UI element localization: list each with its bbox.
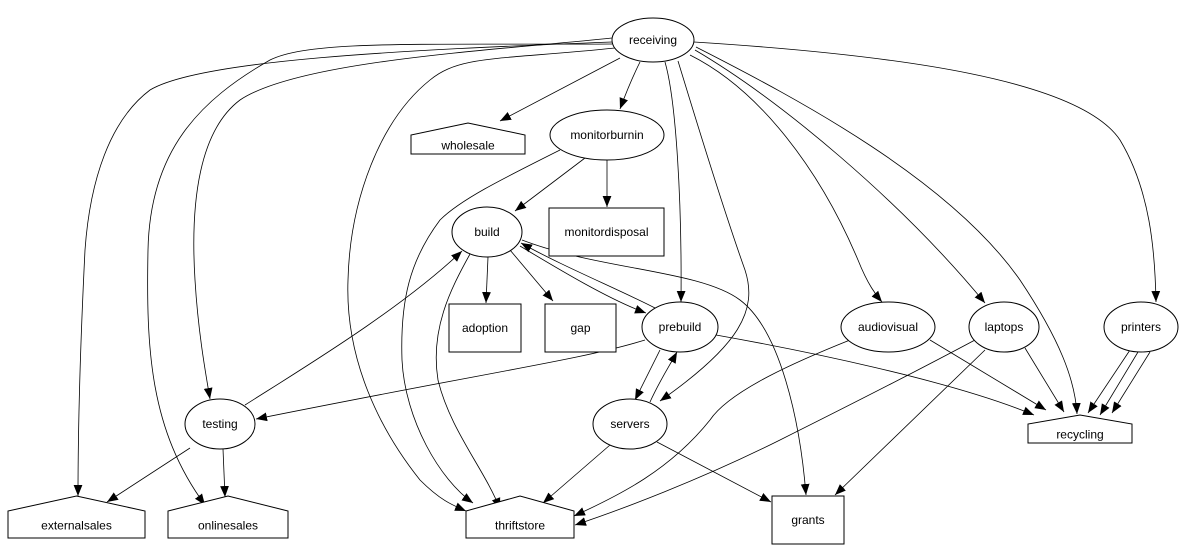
edge-testing-to-externalsales bbox=[106, 447, 191, 503]
node-label: adoption bbox=[462, 321, 508, 335]
node-build[interactable]: build bbox=[451, 206, 523, 258]
edge-receiving-to-recycling bbox=[695, 46, 1081, 415]
node-shape bbox=[840, 301, 936, 353]
node-label: receiving bbox=[629, 33, 677, 47]
node-shape bbox=[465, 495, 575, 539]
node-label: grants bbox=[791, 513, 824, 527]
node-thriftstore[interactable]: thriftstore bbox=[465, 495, 575, 539]
node-prebuild[interactable]: prebuild bbox=[641, 301, 719, 353]
edge-receiving-to-testing bbox=[193, 37, 613, 400]
node-label: recycling bbox=[1056, 428, 1103, 442]
node-shape bbox=[1103, 301, 1179, 353]
edge-build-to-gap bbox=[509, 249, 554, 302]
edge-prebuild-to-recycling bbox=[715, 334, 1035, 416]
edge-receiving-to-onlinesales bbox=[147, 43, 613, 506]
node-label: onlinesales bbox=[198, 519, 258, 533]
node-label: wholesale bbox=[440, 139, 495, 153]
node-label: testing bbox=[202, 417, 237, 431]
node-label: build bbox=[474, 225, 499, 239]
node-monitorburnin[interactable]: monitorburnin bbox=[549, 109, 665, 161]
edge-receiving-to-externalsales bbox=[73, 41, 613, 497]
edge-laptops-to-thriftstore bbox=[574, 339, 976, 526]
node-label: printers bbox=[1121, 320, 1161, 334]
edge-build-to-adoption bbox=[482, 256, 491, 304]
edge-printers-to-recycling bbox=[1111, 351, 1151, 414]
edge-build-to-grants bbox=[521, 239, 810, 496]
node-label: gap bbox=[570, 321, 590, 335]
node-label: externalsales bbox=[41, 519, 112, 533]
node-label: audiovisual bbox=[858, 320, 918, 334]
node-shape bbox=[1027, 414, 1133, 444]
node-shape bbox=[771, 495, 845, 545]
node-shape bbox=[167, 495, 289, 539]
node-shape bbox=[548, 207, 665, 257]
edge-laptops-to-recycling bbox=[1024, 347, 1065, 413]
edge-servers-to-grants bbox=[656, 441, 772, 503]
node-printers[interactable]: printers bbox=[1103, 301, 1179, 353]
node-shape bbox=[611, 17, 695, 63]
node-receiving[interactable]: receiving bbox=[611, 17, 695, 63]
node-shape bbox=[641, 301, 719, 353]
edge-receiving-to-audiovisual bbox=[689, 54, 883, 303]
node-adoption[interactable]: adoption bbox=[448, 303, 522, 353]
node-label: laptops bbox=[985, 320, 1024, 334]
node-recycling[interactable]: recycling bbox=[1027, 414, 1133, 444]
node-onlinesales[interactable]: onlinesales bbox=[167, 495, 289, 539]
node-label: prebuild bbox=[659, 320, 702, 334]
edge-receiving-to-servers bbox=[659, 60, 750, 402]
edge-laptops-to-grants bbox=[834, 349, 986, 496]
node-grants[interactable]: grants bbox=[771, 495, 845, 545]
node-wholesale[interactable]: wholesale bbox=[410, 122, 526, 155]
node-label: servers bbox=[610, 417, 649, 431]
node-shape bbox=[410, 122, 526, 155]
edge-receiving-to-prebuild bbox=[664, 61, 686, 303]
edge-build-to-thriftstore bbox=[435, 253, 501, 510]
edge-build-to-prebuild bbox=[519, 245, 647, 314]
node-audiovisual[interactable]: audiovisual bbox=[840, 301, 936, 353]
node-shape bbox=[592, 398, 668, 450]
edge-prebuild-to-build bbox=[520, 242, 656, 309]
edge-receiving-to-wholesale bbox=[499, 57, 621, 122]
edge-servers-to-thriftstore bbox=[542, 444, 611, 504]
node-laptops[interactable]: laptops bbox=[968, 301, 1040, 353]
node-shape bbox=[7, 495, 146, 539]
node-shape bbox=[544, 303, 617, 353]
edge-monitorburnin-to-thriftstore bbox=[401, 149, 561, 504]
node-servers[interactable]: servers bbox=[592, 398, 668, 450]
node-shape bbox=[968, 301, 1040, 353]
node-shape bbox=[448, 303, 522, 353]
node-gap[interactable]: gap bbox=[544, 303, 617, 353]
edge-testing-to-build bbox=[244, 250, 463, 406]
node-shape bbox=[184, 398, 256, 450]
node-shape bbox=[451, 206, 523, 258]
node-shape bbox=[549, 109, 665, 161]
edge-receiving-to-laptops bbox=[694, 49, 986, 304]
edge-printers-to-recycling bbox=[1087, 349, 1131, 414]
node-label: monitorburnin bbox=[570, 128, 643, 142]
node-testing[interactable]: testing bbox=[184, 398, 256, 450]
node-label: thriftstore bbox=[495, 519, 545, 533]
edge-receiving-to-printers bbox=[693, 41, 1161, 303]
edge-testing-to-onlinesales bbox=[220, 448, 229, 498]
edge-audiovisual-to-thriftstore bbox=[573, 339, 851, 517]
edge-monitorburnin-to-build bbox=[514, 157, 586, 212]
edge-prebuild-to-testing bbox=[255, 339, 646, 422]
edge-receiving-to-thriftstore bbox=[347, 47, 616, 512]
edge-prebuild-to-servers bbox=[634, 349, 661, 401]
edge-servers-to-prebuild bbox=[649, 351, 678, 403]
node-label: monitordisposal bbox=[564, 225, 648, 239]
edge-audiovisual-to-recycling bbox=[929, 339, 1047, 411]
node-externalsales[interactable]: externalsales bbox=[7, 495, 146, 539]
edge-receiving-to-monitorburnin bbox=[619, 61, 641, 110]
edge-printers-to-recycling bbox=[1099, 351, 1139, 416]
node-monitordisposal[interactable]: monitordisposal bbox=[548, 207, 665, 257]
